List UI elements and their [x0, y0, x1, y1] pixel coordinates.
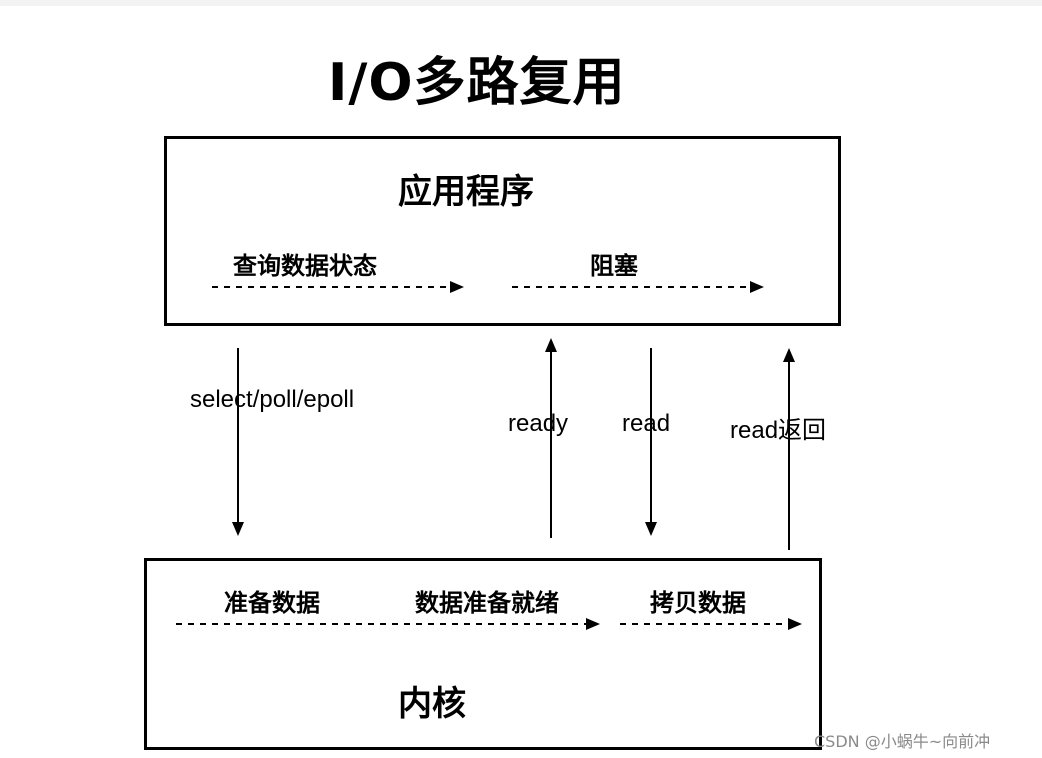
read-return-label: read返回	[730, 417, 827, 444]
dashed-arrow-prepare	[176, 618, 600, 630]
application-box	[164, 136, 841, 326]
read-down-arrow	[645, 348, 657, 536]
dashed-arrow-copy	[620, 618, 802, 630]
prepare-data-label: 准备数据	[224, 589, 320, 617]
top-strip	[0, 0, 1042, 6]
select-down-arrow	[232, 348, 244, 536]
dashed-arrow-query	[212, 281, 464, 293]
watermark: CSDN @小蜗牛~向前冲	[814, 732, 991, 751]
diagram-title: I/O多路复用	[328, 53, 626, 113]
blocked-label: 阻塞	[590, 252, 638, 280]
select-poll-epoll-label: select/poll/epoll	[190, 386, 355, 413]
kernel-title: 内核	[398, 684, 466, 724]
read-label: read	[622, 410, 671, 437]
query-state-label: 查询数据状态	[233, 252, 377, 280]
data-ready-label: 数据准备就绪	[415, 589, 559, 617]
read-return-up-arrow	[783, 348, 795, 550]
kernel-box	[144, 558, 822, 750]
application-title: 应用程序	[398, 172, 534, 212]
dashed-arrow-block	[512, 281, 764, 293]
copy-data-label: 拷贝数据	[650, 589, 746, 617]
ready-label: ready	[508, 410, 569, 437]
ready-up-arrow	[545, 338, 557, 538]
